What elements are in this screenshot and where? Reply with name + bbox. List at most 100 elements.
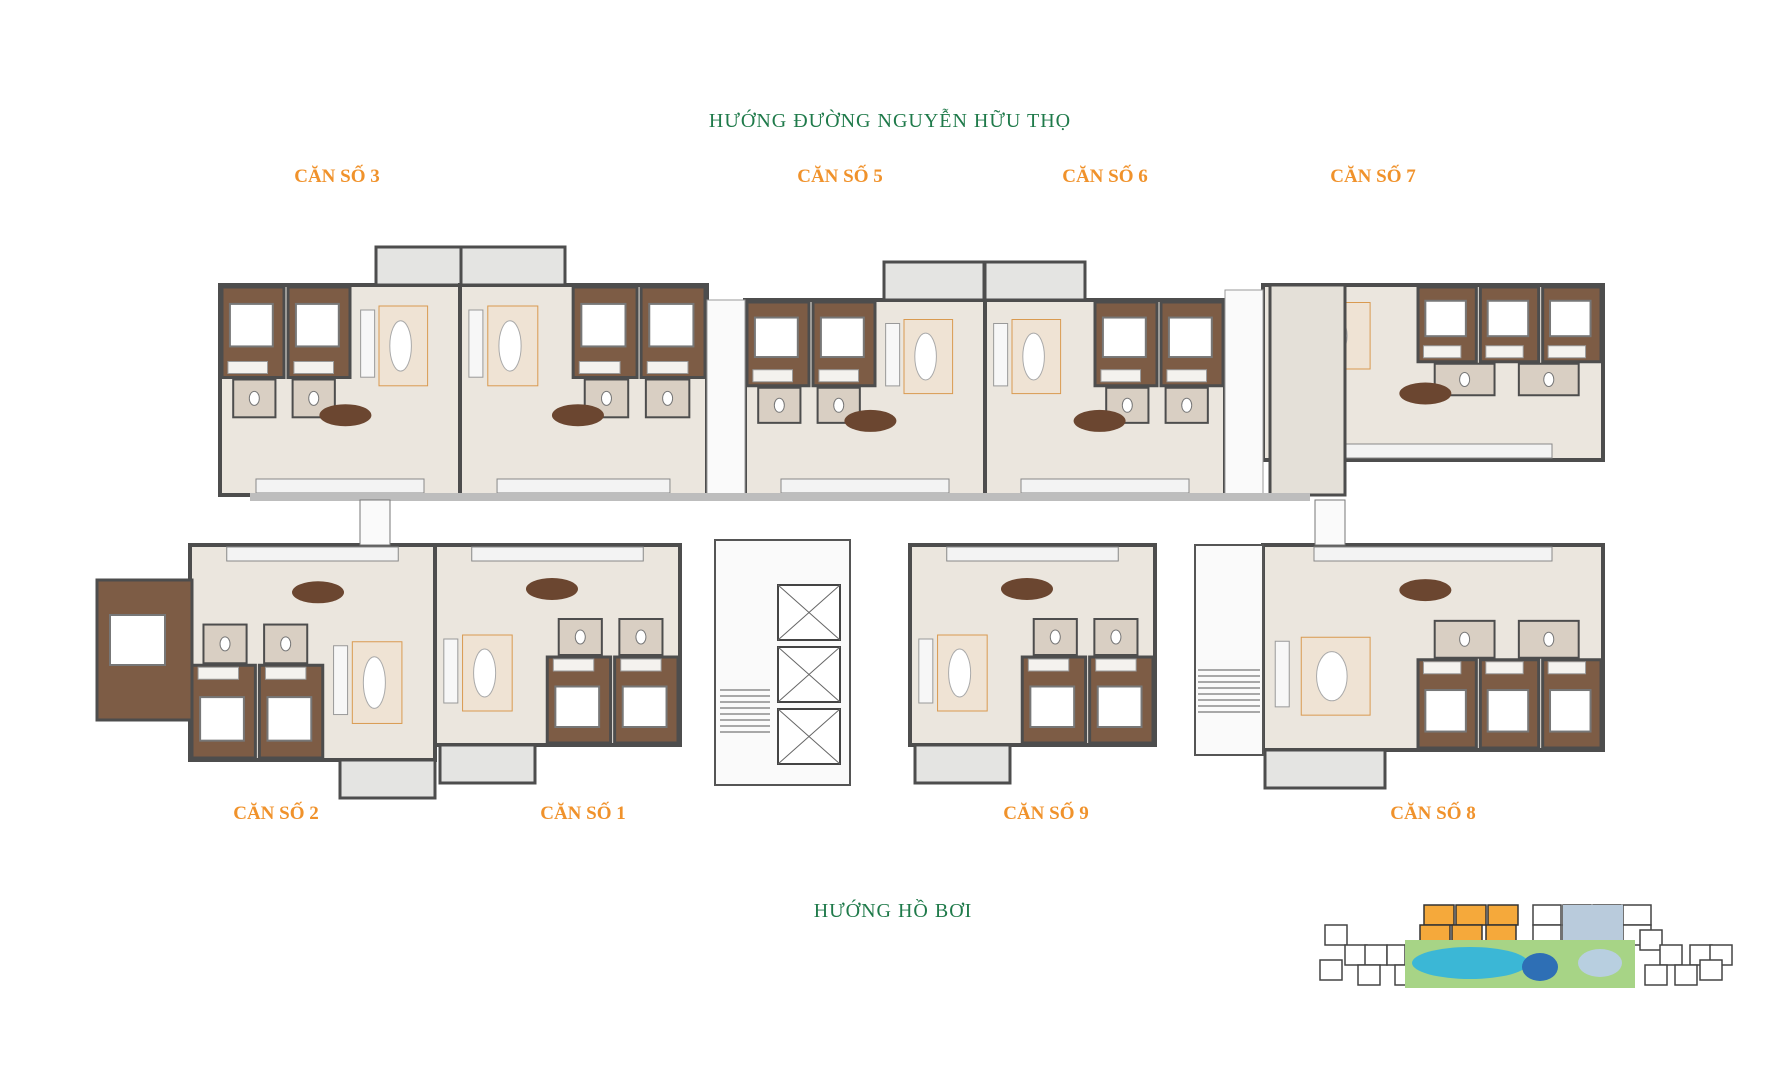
wardrobe (752, 369, 794, 383)
tower-block (1357, 964, 1381, 986)
apartment-unit (908, 543, 1157, 785)
elevator-stair-core (714, 539, 851, 786)
tower-block (1644, 964, 1668, 986)
wardrobe (1422, 661, 1462, 675)
apartment-unit (188, 543, 437, 800)
balcony (438, 743, 537, 785)
bed (266, 696, 313, 742)
dining-table (525, 578, 578, 600)
wardrobe (1100, 369, 1142, 383)
link-bridge (1314, 499, 1346, 546)
elevator-cross (777, 708, 841, 765)
kitchen-counter (496, 478, 671, 494)
unit-label-5: CĂN SỐ 5 (797, 166, 883, 187)
bed (199, 696, 245, 742)
corridor (706, 299, 746, 496)
kitchen-counter (226, 546, 399, 562)
toilet (1110, 629, 1122, 645)
coffee-table (948, 648, 972, 698)
balcony (913, 743, 1012, 785)
wardrobe (1422, 345, 1462, 359)
sofa (360, 309, 376, 378)
dining-table (292, 581, 345, 604)
apartment-unit (743, 260, 987, 497)
tower-block (1674, 964, 1698, 986)
highlighted-block (1487, 904, 1519, 926)
bed (1029, 685, 1076, 728)
bathroom (644, 378, 691, 419)
toilet (308, 390, 320, 406)
unit-7-living (1268, 283, 1347, 497)
tower-block (1319, 959, 1343, 981)
bed (753, 316, 799, 359)
wardrobe (620, 658, 662, 672)
pool (1412, 947, 1528, 979)
dining-table (319, 404, 372, 427)
wardrobe (1547, 345, 1587, 359)
apartment-unit (218, 245, 463, 497)
wardrobe (227, 361, 269, 374)
wardrobe (1485, 345, 1524, 359)
toilet (662, 390, 674, 406)
site-key-map (1319, 904, 1733, 988)
toilet (1543, 372, 1555, 387)
wardrobe (646, 361, 689, 374)
bed (580, 302, 627, 348)
bed (621, 685, 668, 728)
dining-table (844, 409, 897, 432)
apartment-unit (983, 260, 1227, 497)
unit-label-7: CĂN SỐ 7 (1330, 166, 1416, 187)
bathroom (618, 618, 664, 656)
toilet (280, 636, 292, 652)
tower-block (1364, 944, 1388, 966)
stair-core (1194, 544, 1264, 756)
tower-core (1563, 905, 1623, 945)
balcony (1263, 748, 1387, 790)
direction-bottom-label: HƯỚNG HỒ BƠI (813, 900, 973, 922)
sofa (1274, 640, 1290, 708)
corridor-edge (250, 493, 1310, 501)
toilet (1543, 631, 1555, 647)
bed (294, 302, 340, 348)
tower-block (1639, 929, 1663, 951)
link-bridge (359, 499, 391, 546)
wardrobe (578, 361, 621, 374)
wardrobe (552, 658, 595, 672)
toilet (1181, 397, 1193, 413)
kitchen-counter (1020, 478, 1190, 494)
kitchen-counter (255, 478, 425, 494)
balcony (338, 758, 437, 800)
apartment-unit (1261, 543, 1605, 790)
direction-top-label: HƯỚNG ĐƯỜNG NGUYỄN HỮU THỌ (708, 110, 1072, 132)
unit-label-9: CĂN SỐ 9 (1003, 803, 1089, 824)
sofa (993, 323, 1009, 387)
dining-table (1073, 409, 1126, 432)
toilet (574, 629, 586, 645)
coffee-table (389, 320, 412, 372)
wardrobe (1485, 661, 1524, 675)
kitchen-counter (1313, 546, 1553, 562)
bed (1549, 299, 1592, 338)
tower-block (1344, 944, 1368, 966)
toilet (773, 397, 785, 413)
tower-block (1622, 904, 1652, 926)
coffee-table (1022, 332, 1045, 381)
coffee-table (498, 320, 522, 372)
wardrobe (1166, 369, 1208, 383)
bed (228, 302, 274, 348)
bed (554, 685, 601, 728)
toilet (248, 390, 260, 406)
coffee-table (1316, 651, 1348, 702)
balcony (459, 245, 567, 287)
kitchen-counter (471, 546, 644, 562)
elevator-cross (777, 646, 841, 703)
wardrobe (1027, 658, 1070, 672)
bed (1424, 299, 1467, 338)
sofa (333, 645, 349, 716)
highlighted-block (1423, 904, 1455, 926)
bed (1424, 689, 1467, 733)
highlighted-block (1455, 904, 1487, 926)
unit-label-1: CĂN SỐ 1 (540, 803, 626, 824)
toilet (833, 397, 845, 413)
